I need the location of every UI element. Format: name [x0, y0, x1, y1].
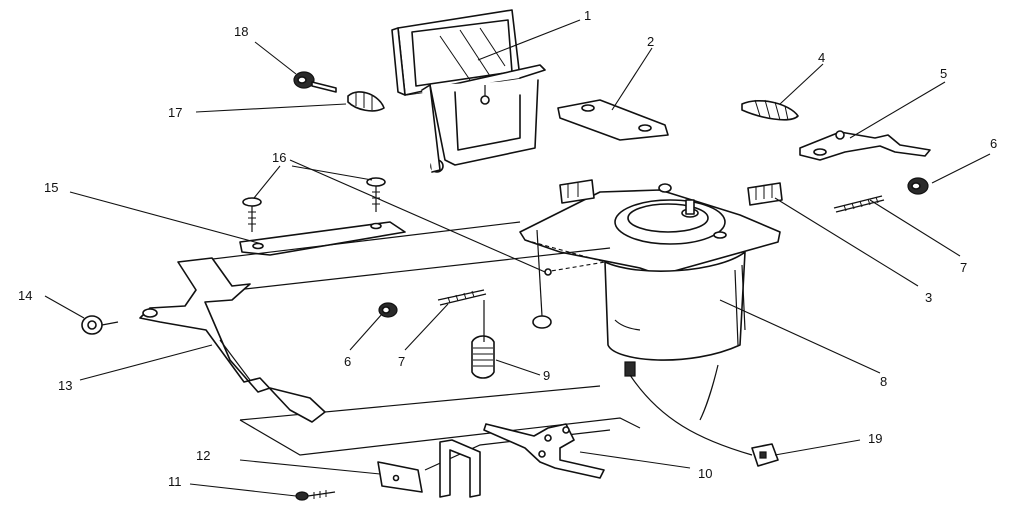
callout-18: 18	[234, 24, 248, 39]
part-4-spring	[741, 99, 799, 121]
part-clip-left-plate	[559, 179, 595, 204]
part-18-knob	[293, 71, 337, 93]
callout-10: 10	[698, 466, 712, 481]
part-7-screw-left	[437, 289, 487, 306]
part-5-lever-bracket	[799, 130, 931, 161]
callout-8: 8	[880, 374, 887, 389]
callout-6-left: 6	[344, 354, 351, 369]
callout-16: 16	[272, 150, 286, 165]
part-8-motor	[604, 183, 746, 377]
callout-12: 12	[196, 448, 210, 463]
callout-11: 11	[168, 474, 182, 489]
callout-labels: 1 2 3 4 5 6 6 7 7 8 9 10 11 12 13 14 15 …	[18, 8, 997, 489]
callout-9: 9	[543, 368, 550, 383]
base-frame-outline	[187, 221, 641, 471]
part-19-wire-connector	[629, 364, 779, 467]
callout-7-left: 7	[398, 354, 405, 369]
part-11-screw	[295, 490, 336, 501]
pin-motor-mount	[532, 229, 552, 329]
part-10-cam-lever	[483, 423, 605, 479]
part-2-link-plate	[557, 99, 669, 141]
callout-15: 15	[44, 180, 58, 195]
part-bracket-u	[439, 439, 481, 498]
callout-17: 17	[168, 105, 182, 120]
part-3-clip	[747, 182, 783, 206]
callout-3: 3	[925, 290, 932, 305]
part-17-spring	[347, 91, 385, 112]
callout-14: 14	[18, 288, 32, 303]
callout-6-right: 6	[990, 136, 997, 151]
part-7-screw-right	[833, 195, 885, 213]
callout-5: 5	[940, 66, 947, 81]
part-6-nut-left	[378, 302, 398, 318]
part-13-lever	[139, 257, 326, 423]
leader-lines	[44, 19, 991, 497]
callout-19: 19	[868, 431, 882, 446]
part-16-screws	[242, 177, 386, 232]
part-14-thumbscrew	[81, 315, 119, 335]
callout-2: 2	[647, 34, 654, 49]
part-1-mirror-bracket	[391, 9, 546, 173]
callout-7-right: 7	[960, 260, 967, 275]
callout-13: 13	[58, 378, 72, 393]
part-6-nut-right	[907, 177, 929, 195]
callout-1: 1	[584, 8, 591, 23]
part-9-spring	[471, 300, 495, 379]
part-12-plate	[377, 461, 423, 493]
callout-4: 4	[818, 50, 825, 65]
